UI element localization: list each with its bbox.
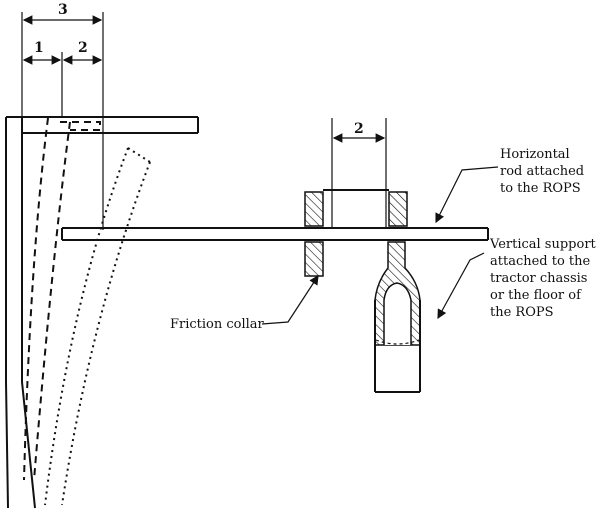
dimension-lines-right bbox=[331, 118, 387, 228]
dimension-2-right-label: 2 bbox=[354, 121, 364, 137]
horizontal-rod bbox=[61, 227, 489, 241]
leader-lines bbox=[261, 166, 499, 325]
svg-text:tractor chassis: tractor chassis bbox=[490, 271, 587, 286]
horizontal-rod-label: Horizontal rod attached to the ROPS bbox=[500, 147, 584, 196]
dimension-3-label: 3 bbox=[58, 2, 68, 18]
vertical-support bbox=[374, 241, 421, 393]
svg-text:Vertical support: Vertical support bbox=[489, 237, 597, 252]
svg-text:attached to the: attached to the bbox=[490, 254, 591, 269]
dimension-1-label: 1 bbox=[34, 40, 44, 56]
dimension-2-left-label: 2 bbox=[78, 40, 88, 56]
deflected-position-dashed bbox=[23, 117, 101, 481]
friction-collar-label: Friction collar bbox=[170, 317, 265, 332]
svg-text:to the ROPS: to the ROPS bbox=[500, 181, 581, 196]
svg-text:Horizontal: Horizontal bbox=[500, 147, 570, 162]
dimension-lines-left bbox=[21, 12, 104, 230]
svg-text:or the floor of: or the floor of bbox=[490, 288, 582, 303]
svg-text:rod attached: rod attached bbox=[500, 164, 584, 179]
svg-text:the ROPS: the ROPS bbox=[490, 305, 554, 320]
rops-upright bbox=[5, 116, 199, 509]
deflected-position-dotted bbox=[44, 147, 151, 506]
vertical-support-label: Vertical support attached to the tractor… bbox=[489, 237, 597, 320]
